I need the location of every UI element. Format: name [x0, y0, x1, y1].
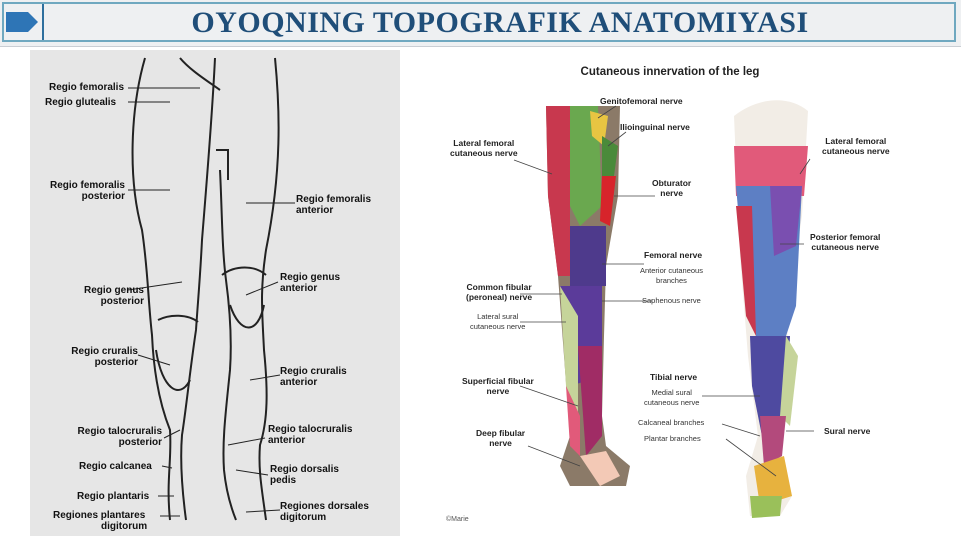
cutaneous-innervation-figure: Cutaneous innervation of the leg: [430, 56, 950, 540]
leg-innervation-drawing: [513, 100, 814, 518]
label-regio-dorsalis-pedis: Regio dorsalis pedis: [270, 464, 339, 486]
label-talocruralis-anterior: Regio talocruralis anterior: [268, 424, 353, 446]
label-genitofemoral-nerve: Genitofemoral nerve: [600, 96, 683, 106]
topographic-regions-figure: Regio femoralis Regio glutealis Regio fe…: [30, 50, 400, 536]
label-ilioinguinal-nerve: Ilioinguinal nerve: [620, 122, 690, 132]
label-calcaneal-branches: Calcaneal branches: [638, 418, 705, 427]
title-bar: OYOQNING TOPOGRAFIK ANATOMIYASI: [0, 0, 961, 47]
play-arrow-icon: [4, 6, 40, 38]
label-lateral-sural-cutaneous: Lateral sural cutaneous nerve: [470, 312, 526, 331]
label-regio-calcanea: Regio calcanea: [79, 461, 152, 472]
posterior-leg: [734, 100, 808, 518]
label-obturator-nerve: Obturator nerve: [652, 178, 692, 198]
label-superficial-fibular-nerve: Superficial fibular nerve: [462, 376, 534, 396]
label-regio-glutealis: Regio glutealis: [45, 97, 117, 108]
label-talocruralis-posterior: Regio talocruralis posterior: [77, 426, 162, 448]
label-genus-posterior: Regio genus posterior: [83, 285, 144, 307]
copyright-text: ©Marie: [446, 516, 469, 523]
label-tibial-nerve: Tibial nerve: [650, 372, 698, 382]
label-posterior-femoral-cutaneous: Posterior femoral cutaneous nerve: [810, 232, 881, 252]
label-regio-femoralis: Regio femoralis: [49, 82, 125, 93]
label-lateral-femoral-cutaneous-right: Lateral femoral cutaneous nerve: [822, 136, 890, 156]
label-femoral-nerve: Femoral nerve: [644, 250, 703, 260]
label-common-fibular-nerve: Common fibular (peroneal) nerve: [466, 282, 533, 302]
label-cruralis-anterior: Regio cruralis anterior: [280, 366, 347, 388]
label-medial-sural-cutaneous: Medial sural cutaneous nerve: [644, 388, 700, 407]
label-deep-fibular-nerve: Deep fibular nerve: [476, 428, 526, 448]
label-femoralis-anterior: Regio femoralis anterior: [296, 194, 372, 216]
anterior-leg: [546, 106, 630, 486]
label-sural-nerve: Sural nerve: [824, 426, 871, 436]
title-frame: [2, 2, 956, 42]
page-title: OYOQNING TOPOGRAFIK ANATOMIYASI: [191, 6, 809, 39]
label-anterior-cutaneous-branches: Anterior cutaneous branches: [640, 266, 703, 285]
label-plantar-branches: Plantar branches: [644, 434, 701, 443]
figure-title: Cutaneous innervation of the leg: [580, 66, 760, 78]
label-plantares-digitorum: Regiones plantares digitorum: [53, 510, 148, 532]
label-genus-anterior: Regio genus anterior: [280, 272, 341, 294]
label-regio-plantaris: Regio plantaris: [77, 491, 150, 502]
leg-outline-drawing: [127, 57, 295, 521]
label-cruralis-posterior: Regio cruralis posterior: [71, 346, 138, 368]
label-lateral-femoral-cutaneous-left: Lateral femoral cutaneous nerve: [450, 138, 518, 158]
label-dorsales-digitorum: Regiones dorsales digitorum: [280, 501, 369, 523]
label-saphenous-nerve: Saphenous nerve: [642, 296, 701, 305]
label-femoralis-posterior: Regio femoralis posterior: [49, 180, 125, 202]
title-separator: [42, 4, 44, 40]
